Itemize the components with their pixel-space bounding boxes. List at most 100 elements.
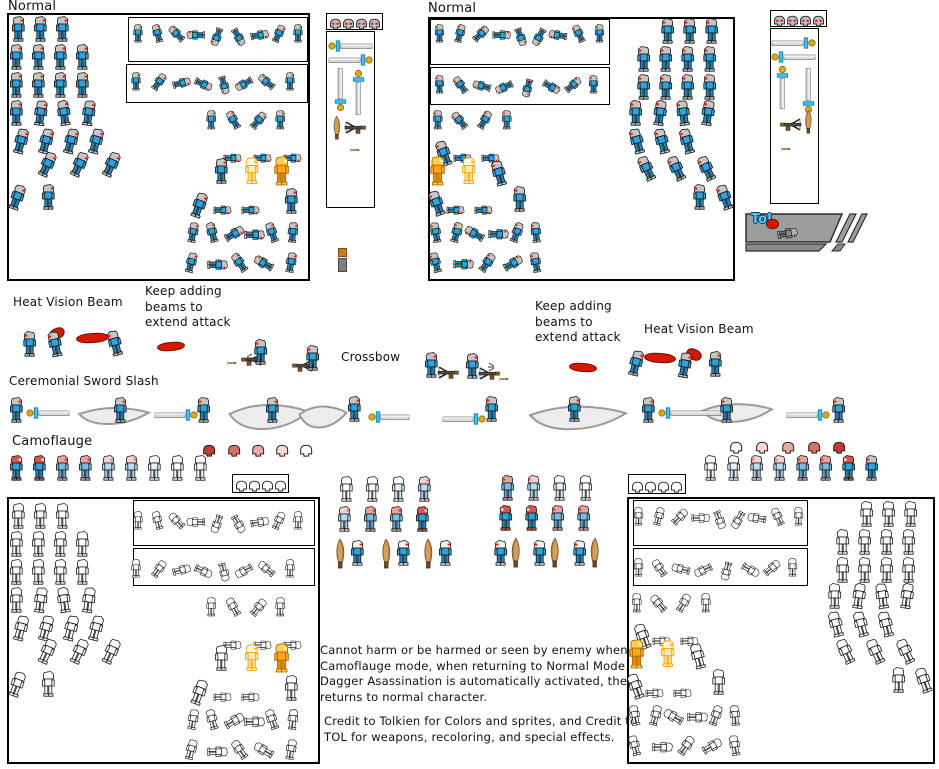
helmet-icon [670,478,683,497]
character-sprite [825,609,847,638]
dagger-icon [421,538,435,573]
helmet-icon [832,439,846,458]
character-sprite [274,110,286,130]
frame-box [428,17,735,281]
character-sprite [464,353,480,379]
character-sprite [841,455,857,481]
character-sprite [702,46,718,72]
character-sprite [54,455,70,481]
character-sprite [594,24,606,43]
dagger-icon [548,537,562,572]
character-sprite [787,558,799,577]
heat-beam [643,351,677,365]
character-sprite [761,558,783,579]
character-sprite [283,738,299,761]
character-sprite [52,531,68,557]
frame-box [633,500,808,546]
frame-box [430,67,610,105]
character-sprite [54,99,73,127]
character-sprite [171,562,192,578]
character-sprite [10,126,32,155]
text-label: Heat Vision Beam [644,322,754,336]
helmet-icon [274,477,287,496]
dagger-icon [379,538,393,573]
helmet-icon [773,12,786,31]
character-sprite [8,72,24,98]
character-sprite [149,71,169,93]
character-sprite [425,188,449,218]
character-sprite [123,455,139,481]
character-sprite [338,476,354,502]
frame-box [326,31,375,208]
character-sprite [704,18,720,44]
character-sprite [769,506,787,528]
character-sprite [728,704,743,726]
character-sprite [432,138,456,168]
character-sprite [52,559,68,585]
sword-slash [298,404,348,434]
sword-icon [331,68,350,112]
character-sprite [893,636,918,666]
character-sprite [182,738,200,761]
character-sprite [498,505,514,531]
character-sprite [658,74,674,100]
character-sprite [578,475,594,501]
item-block [338,258,347,272]
character-sprite [207,745,228,758]
character-sprite [634,153,659,183]
sword-icon [328,51,373,70]
helmet-icon [202,442,216,461]
helmet-icon [729,439,743,458]
character-sprite [501,110,513,130]
sword-icon [26,404,70,423]
character-sprite [901,529,917,555]
bolt-icon [498,366,509,385]
frame-box [326,13,383,30]
helmet-icon [781,439,795,458]
character-sprite [588,75,600,94]
character-sprite [285,708,300,730]
frame-box [7,497,320,764]
character-sprite [388,506,404,532]
character-sprite [879,557,895,583]
character-sprite [216,75,232,96]
frame-box [633,548,808,586]
character-sprite [626,126,648,155]
character-sprite [474,204,493,215]
character-sprite [776,225,799,241]
dagger-icon [331,115,342,144]
character-sprite [216,562,232,583]
character-sprite [727,734,743,757]
character-sprite [362,506,378,532]
helmet-icon [261,477,274,496]
frame-box [232,474,289,493]
character-sprite [292,511,304,530]
character-sprite [8,44,24,70]
character-sprite [35,613,57,642]
character-sprite [85,126,107,155]
dagger-icon [588,537,602,572]
character-sprite [793,507,805,526]
character-sprite [718,561,734,582]
character-sprite [243,157,260,184]
frame-box [628,474,686,494]
character-sprite [54,503,70,529]
character-sprite [52,44,68,70]
character-sprite [146,455,162,481]
character-sprite [222,710,246,731]
sword-icon [154,406,198,425]
character-sprite [60,126,82,155]
character-sprite [552,475,568,501]
character-sprite [222,223,246,244]
character-sprite [228,738,250,762]
character-sprite [512,186,528,212]
character-sprite [104,328,126,357]
character-sprite [255,72,277,93]
character-sprite [79,99,98,127]
text-label: Normal [428,1,477,16]
character-sprite [149,510,165,531]
heat-beam [156,340,186,353]
character-sprite [203,708,221,731]
sword-icon [658,404,722,423]
character-sprite [30,72,46,98]
